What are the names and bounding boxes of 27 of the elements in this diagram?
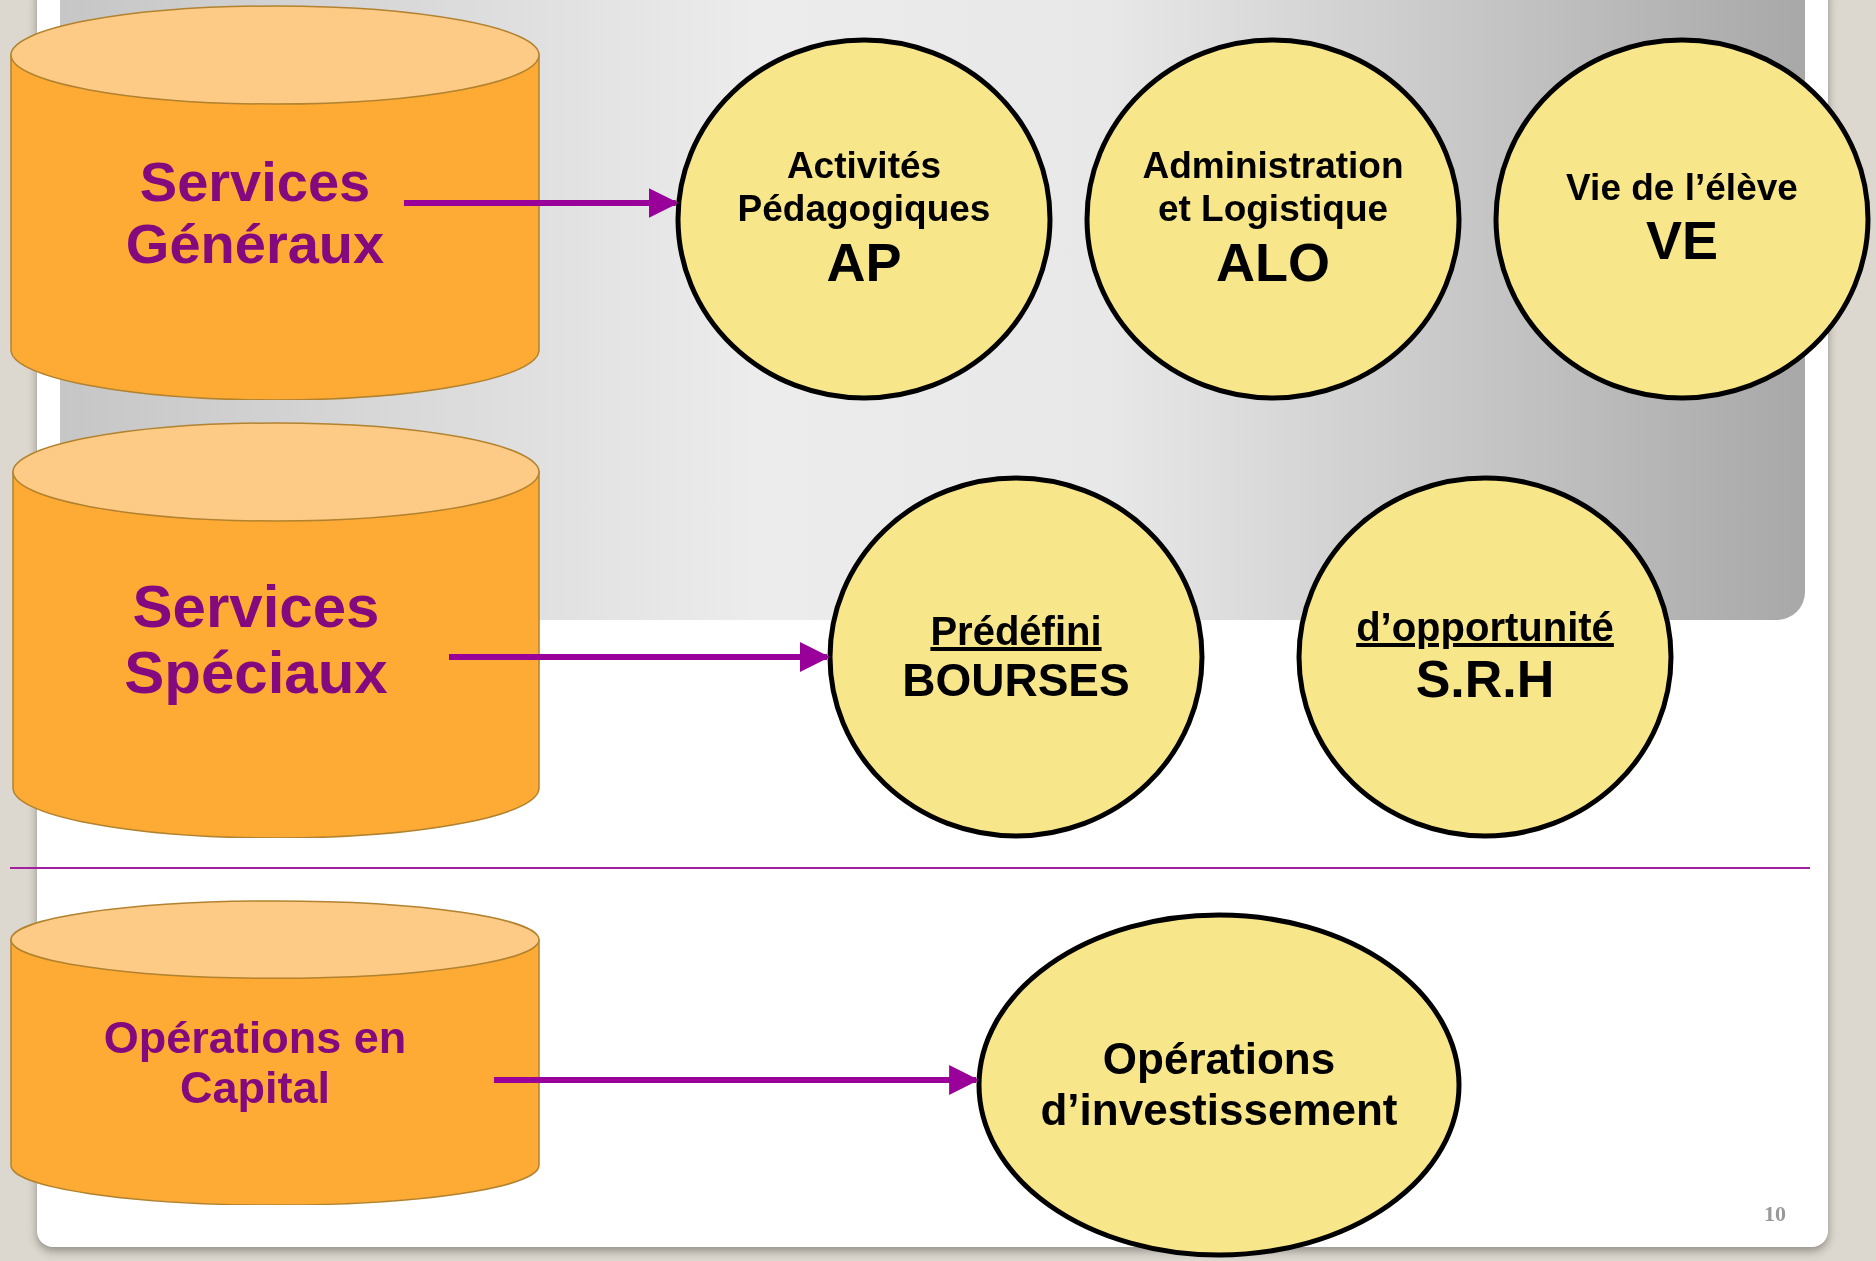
- cylinder-label: Services Spéciaux: [123, 574, 389, 706]
- cylinder-label: Services Généraux: [124, 150, 386, 275]
- circle-label: Activités Pédagogiques: [736, 145, 992, 231]
- ellipse: [675, 37, 1053, 401]
- ellipse: [1084, 37, 1462, 401]
- ellipse: [976, 912, 1462, 1258]
- cylinder: [10, 5, 540, 400]
- cylinder-label: Opérations en Capital: [102, 1013, 408, 1112]
- arrow: [494, 1065, 980, 1095]
- circle-label: Prédéfini: [930, 607, 1102, 654]
- circle-label: Administration et Logistique: [1141, 145, 1405, 231]
- arrow: [404, 188, 679, 218]
- circle-code: AP: [826, 230, 902, 293]
- circle-code: BOURSES: [902, 653, 1130, 707]
- circle-label: Vie de l’élève: [1566, 166, 1798, 210]
- page-number: 10: [1764, 1200, 1786, 1228]
- cylinder: [12, 422, 540, 838]
- cylinder: [10, 900, 540, 1205]
- ellipse: [1493, 37, 1871, 401]
- circle-code: VE: [1645, 209, 1718, 272]
- ellipse: [827, 475, 1205, 839]
- ellipse: [1296, 475, 1674, 839]
- circle-code: S.R.H: [1415, 650, 1555, 710]
- circle-code: ALO: [1216, 230, 1330, 293]
- circle-label: d’opportunité: [1356, 604, 1614, 651]
- circle-label: Opérations d’investissement: [1039, 1034, 1399, 1136]
- arrow: [449, 642, 830, 672]
